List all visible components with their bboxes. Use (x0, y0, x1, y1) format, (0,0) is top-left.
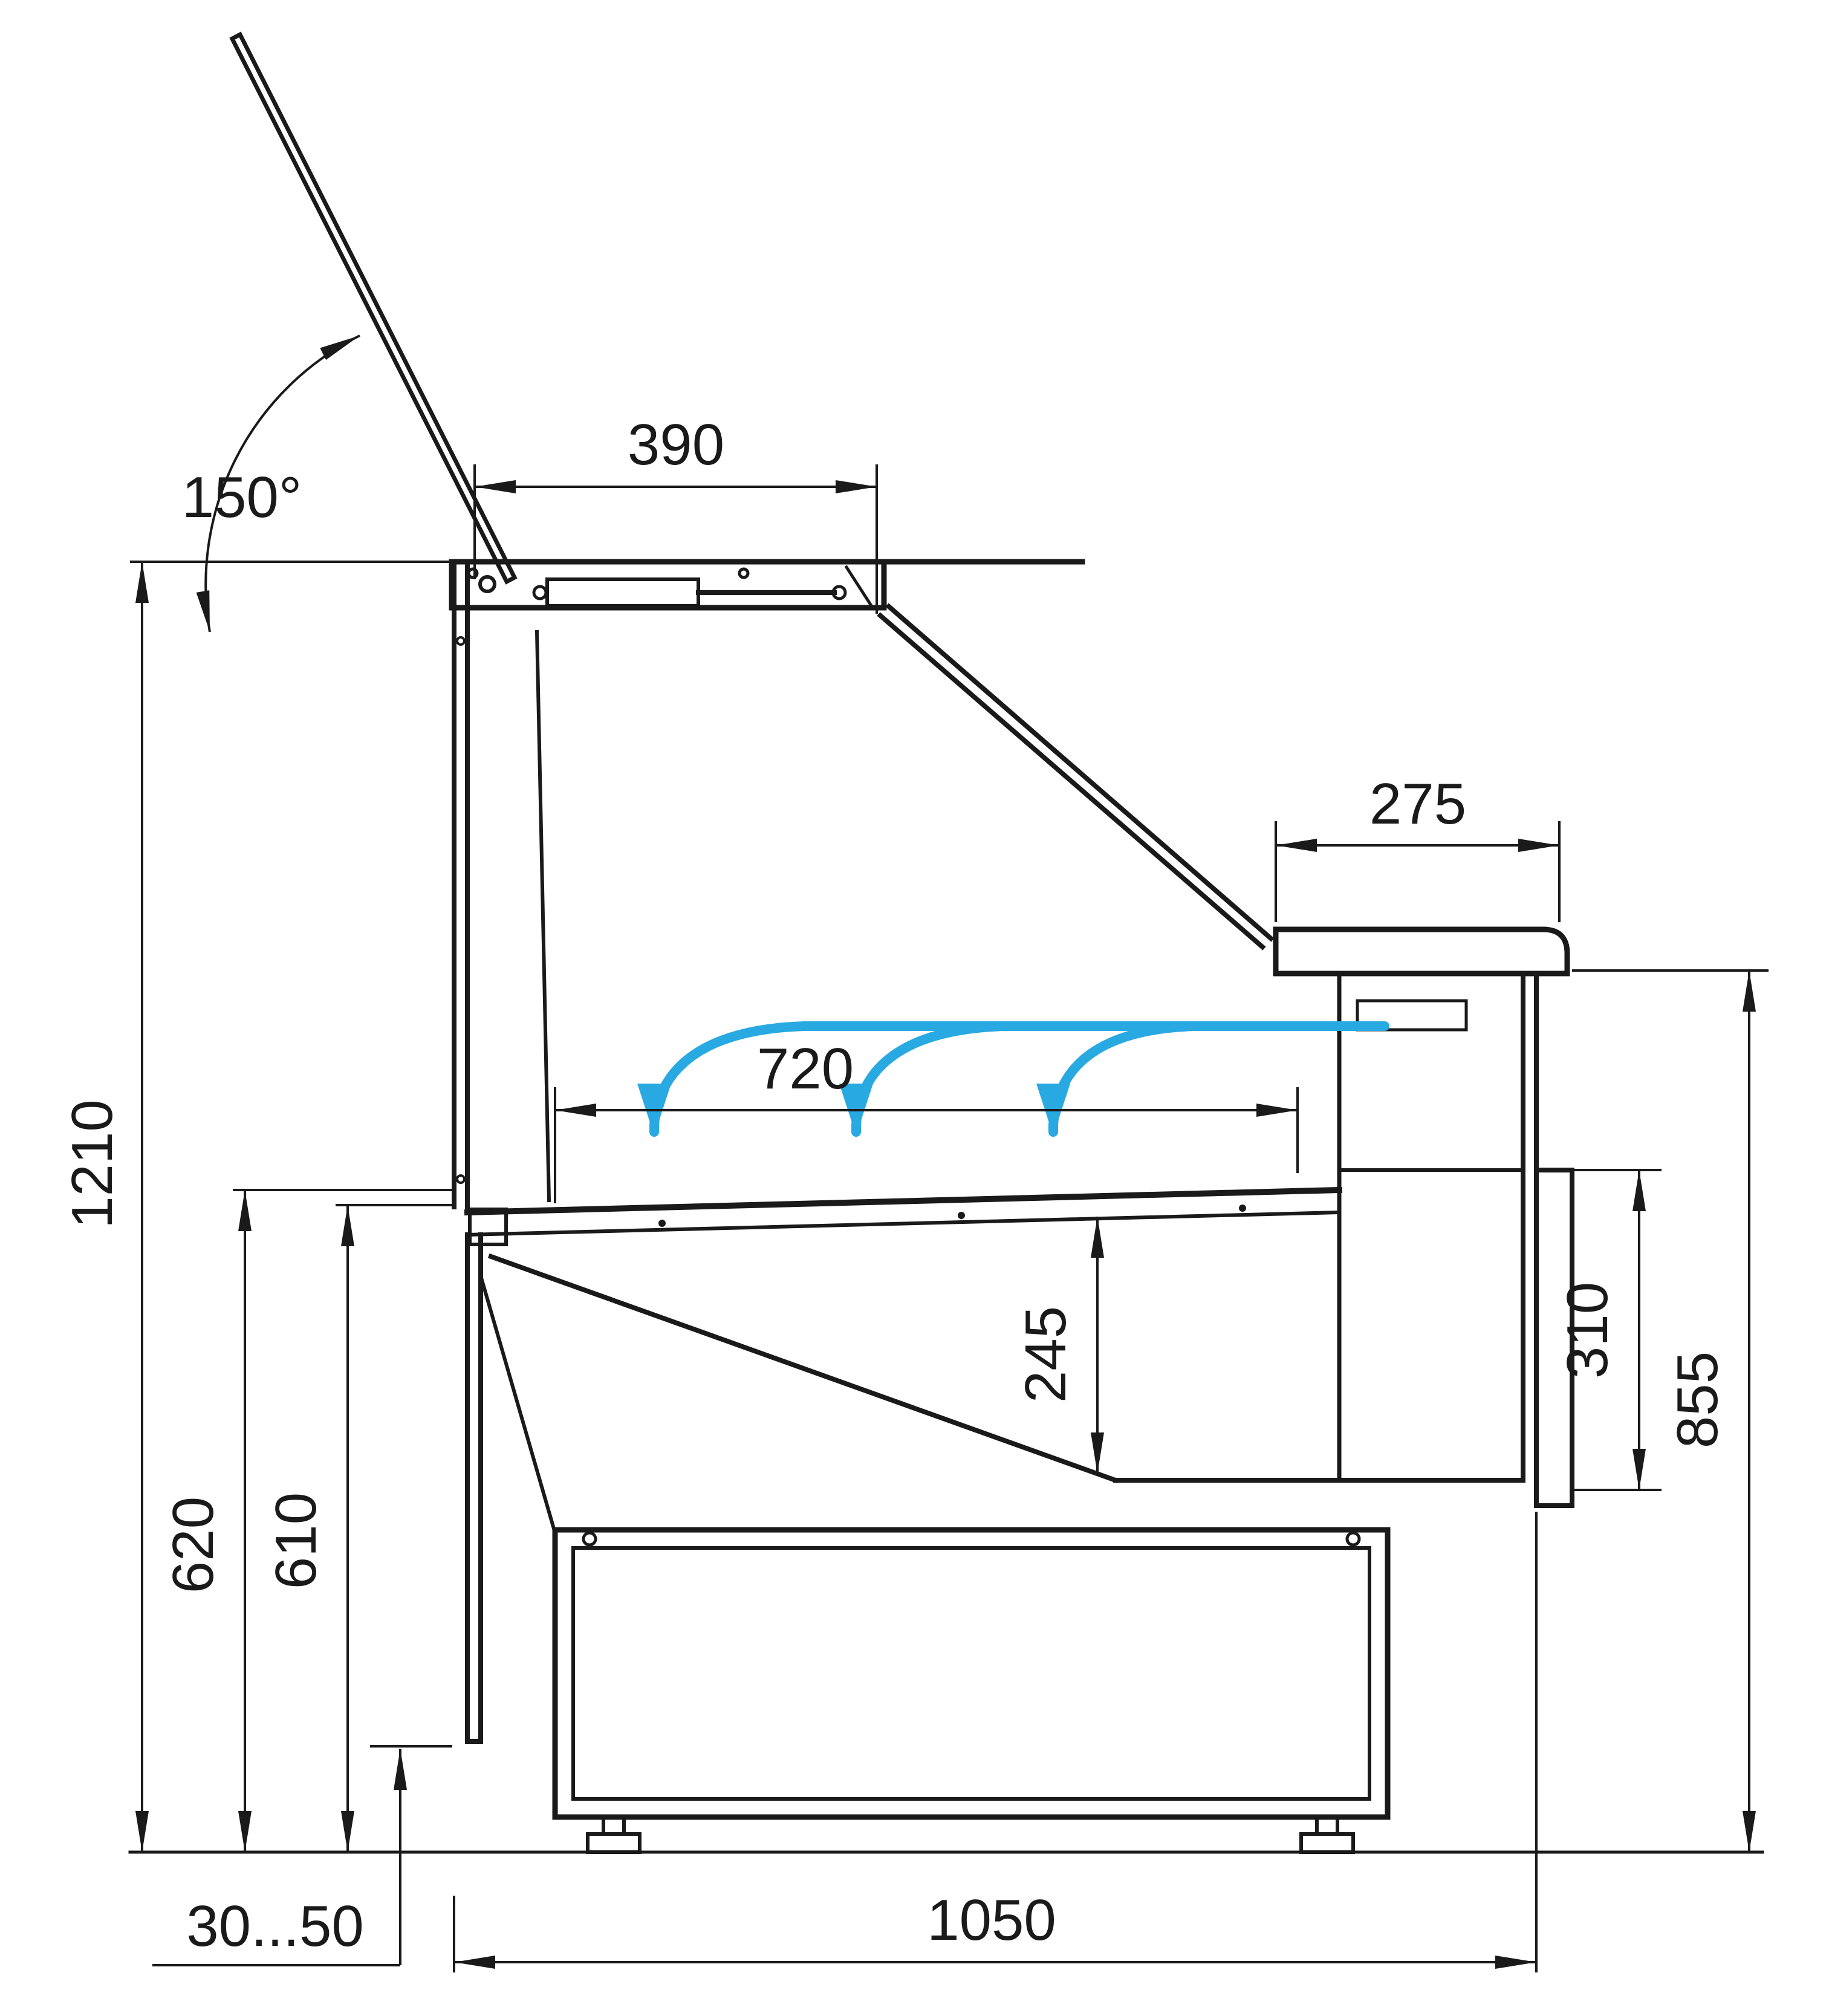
label-rear-height: 855 (1665, 1351, 1730, 1448)
label-leg-range: 30...50 (186, 1894, 364, 1959)
label-front-height-inner: 610 (264, 1492, 328, 1589)
gas-strut-cylinder (545, 577, 700, 608)
base-cabinet-outer (552, 1527, 1391, 1820)
base-screw (582, 1531, 597, 1547)
adjustable-foot-left (586, 1815, 642, 1854)
deck-drain-hole (958, 1212, 965, 1219)
slanted-glass-inner (877, 612, 1266, 951)
rear-counter-shelf (1273, 926, 1570, 977)
strut-mount (831, 585, 847, 600)
rear-duct-panel (1534, 1168, 1574, 1508)
airflow-arrow-3 (1036, 1021, 1199, 1137)
label-overall-height: 1210 (60, 1099, 125, 1229)
case-structure (128, 31, 1764, 1854)
dimension-labels: 150° 390 275 720 1210 620 610 245 310 85… (60, 412, 1730, 1959)
dim-arc-150 (196, 334, 360, 632)
deck-drain-hole (1239, 1205, 1246, 1212)
frame-bracket (844, 565, 873, 607)
frame-screw (738, 567, 750, 579)
label-deck-depth: 720 (757, 1036, 854, 1101)
well-bottom-slope (487, 1253, 1119, 1484)
panel-screw (456, 1174, 466, 1184)
label-lid-depth: 390 (628, 412, 724, 477)
panel-screw (456, 636, 466, 646)
display-deck-bottom (465, 1210, 1342, 1237)
top-frame (449, 559, 887, 611)
lid-hinge-pivot (478, 575, 496, 593)
open-lid-glass (229, 31, 518, 585)
label-rear-duct-height: 310 (1555, 1282, 1620, 1379)
deck-front-bracket (468, 1208, 508, 1246)
airflow-arrow-2 (839, 1021, 1009, 1137)
slanted-glass-outer (885, 603, 1275, 942)
label-opening-angle: 150° (182, 465, 302, 530)
base-cabinet-inner (571, 1546, 1371, 1801)
label-rear-counter-depth: 275 (1369, 772, 1466, 836)
front-brace (478, 1273, 557, 1535)
air-vent-grille (1356, 999, 1468, 1032)
deck-drain-hole (658, 1220, 666, 1227)
inner-liner (534, 629, 551, 1203)
label-well-height: 245 (1013, 1306, 1078, 1403)
display-deck-top (464, 1186, 1343, 1216)
base-screw (1345, 1531, 1361, 1547)
label-base-depth: 1050 (927, 1888, 1056, 1953)
dimension-lines (130, 334, 1769, 1972)
label-front-height-outer: 620 (161, 1497, 226, 1593)
adjustable-foot-right (1299, 1815, 1355, 1854)
strut-mount (532, 585, 548, 600)
